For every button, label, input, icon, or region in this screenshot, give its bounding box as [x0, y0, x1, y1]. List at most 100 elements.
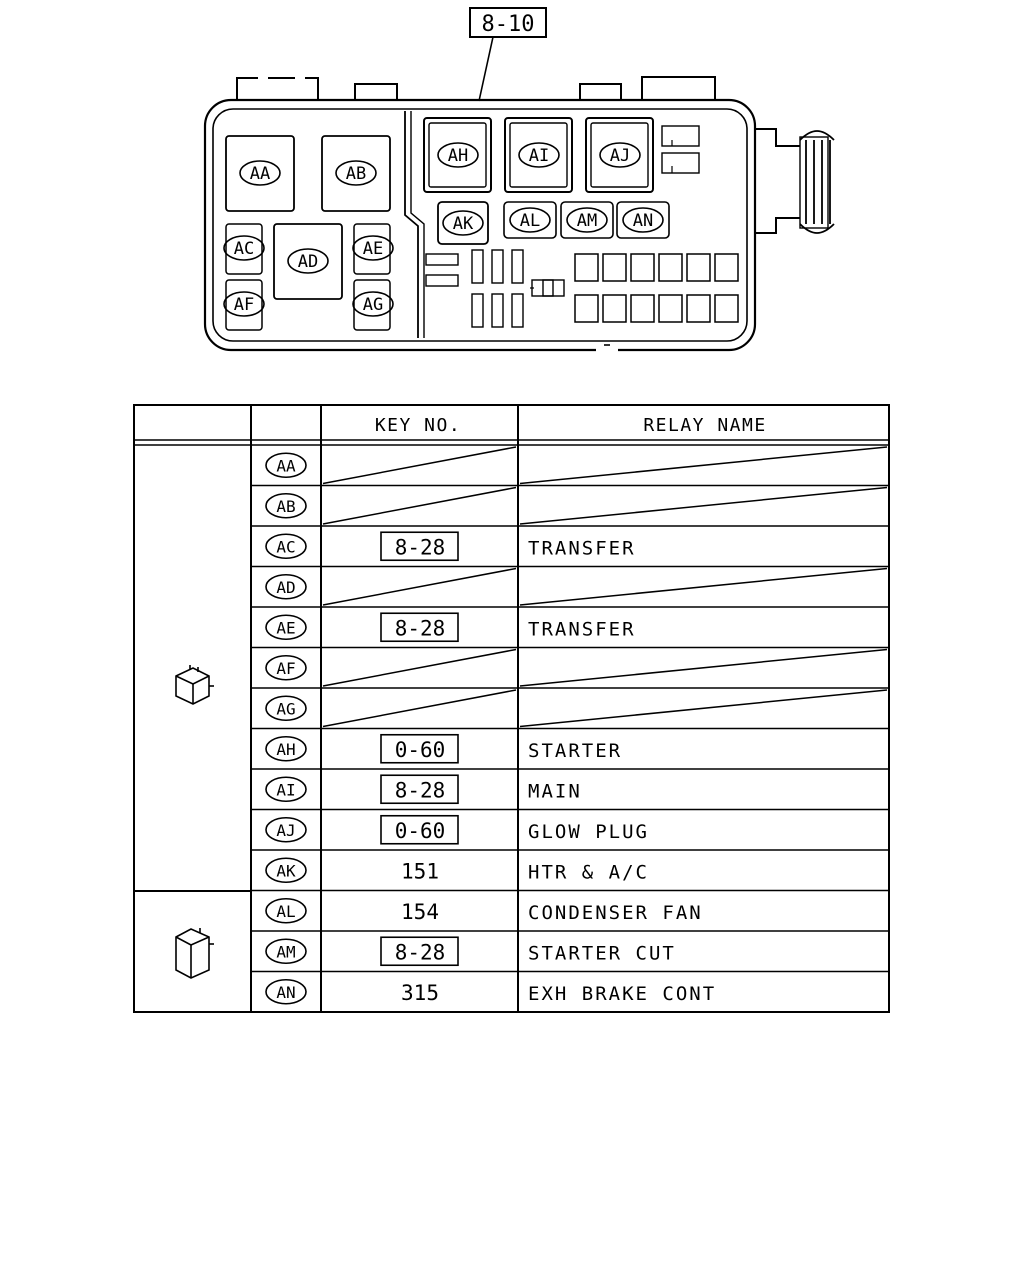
relay-tall-icon: [175, 928, 214, 979]
key-ref-box: [380, 612, 459, 643]
row-id-oval: [265, 735, 307, 762]
relay-label-ai: AI: [518, 142, 560, 168]
relay-label-text: AB: [346, 164, 366, 184]
key-ref-box: [380, 733, 459, 764]
row-id: AH: [276, 740, 295, 759]
relay-label-aj: AJ: [599, 142, 641, 168]
key-no: 151: [401, 859, 439, 883]
relay-label-ad: AD: [287, 248, 329, 274]
header-relay-name: RELAY NAME: [643, 415, 766, 436]
relay-label-text: AI: [529, 146, 549, 166]
row-id-oval: [265, 573, 307, 600]
relay-box-housing: [203, 98, 757, 352]
relay-label-ac: AC: [223, 235, 265, 261]
key-ref-box: [380, 774, 459, 805]
table-row: AG: [251, 689, 889, 730]
row-id: AF: [276, 659, 295, 678]
row-id: AD: [276, 578, 295, 597]
header-key-no: KEY NO.: [375, 415, 461, 436]
relay-label-aa: AA: [239, 160, 281, 186]
row-id-oval: [265, 938, 307, 965]
key-ref-box: [380, 814, 459, 845]
relay-name: STARTER: [528, 740, 622, 762]
key-no: 0-60: [395, 819, 446, 843]
empty-name-cell-strike: [519, 446, 888, 485]
relay-label-text: AL: [520, 211, 540, 231]
relay-label-text: AH: [448, 146, 468, 166]
row-id: AN: [276, 983, 295, 1002]
relay-label-text: AC: [234, 239, 254, 259]
row-id-oval: [265, 857, 307, 884]
relay-label-ag: AG: [352, 291, 394, 317]
relay-name: EXH BRAKE CONT: [528, 983, 716, 1005]
table-row: AE 8-28 TRANSFER: [251, 612, 889, 649]
row-id-oval: [265, 897, 307, 924]
relay-label-al: AL: [503, 201, 557, 239]
empty-name-cell-strike: [519, 648, 888, 687]
row-id: AB: [276, 497, 295, 516]
relay-name: CONDENSER FAN: [528, 902, 703, 924]
row-id-oval: [265, 776, 307, 803]
row-id: AK: [276, 861, 296, 880]
relay-name: MAIN: [528, 780, 582, 802]
relay-label-text: AF: [234, 295, 254, 315]
empty-name-cell-strike: [519, 567, 888, 606]
empty-key-cell-strike: [322, 648, 517, 687]
key-no: 8-28: [395, 778, 446, 802]
row-id: AG: [276, 699, 295, 718]
relay-label-text: AN: [633, 211, 653, 231]
relay-label-text: AM: [577, 211, 597, 231]
relay-label-text: AK: [453, 214, 474, 234]
cable-connector: [755, 128, 835, 234]
relay-label-text: AD: [298, 252, 318, 272]
key-no: 8-28: [395, 940, 446, 964]
relay-cube-icon: [175, 665, 214, 705]
relay-label-text: AJ: [610, 146, 630, 166]
table-row: AB: [251, 486, 889, 527]
relay-name: HTR & A/C: [528, 861, 649, 883]
relay-label-ak: AK: [437, 201, 489, 245]
row-id: AC: [276, 537, 295, 556]
row-id-oval: [265, 695, 307, 722]
row-id-oval: [265, 452, 307, 479]
reference-label: 8-10: [482, 12, 535, 37]
row-id-oval: [265, 816, 307, 843]
relay-label-ab: AB: [335, 160, 377, 186]
empty-name-cell-strike: [519, 689, 888, 728]
key-ref-box: [380, 936, 459, 967]
relay-label-ah: AH: [437, 142, 479, 168]
table-row: AD: [251, 567, 889, 608]
key-no: 154: [401, 900, 439, 924]
row-id-oval: [265, 654, 307, 681]
relay-name: TRANSFER: [528, 618, 636, 640]
empty-key-cell-strike: [322, 486, 517, 525]
relay-name: STARTER CUT: [528, 942, 676, 964]
row-id: AE: [276, 618, 295, 637]
relay-label-text: AE: [363, 239, 383, 259]
key-ref-box: [380, 531, 459, 562]
relay-label-an: AN: [616, 201, 670, 239]
key-no: 315: [401, 981, 439, 1005]
key-no: 8-28: [395, 616, 446, 640]
reference-callout: 8-10: [469, 7, 547, 102]
relay-label-text: AG: [363, 295, 383, 315]
relay-label-am: AM: [560, 201, 614, 239]
row-id: AJ: [276, 821, 295, 840]
empty-key-cell-strike: [322, 689, 517, 728]
table-row: AF: [251, 648, 889, 689]
empty-name-cell-strike: [519, 486, 888, 525]
relay-label-af: AF: [223, 291, 265, 317]
relay-box-diagram: 8-10: [203, 7, 835, 352]
fuse-slot-grid: [574, 253, 739, 323]
relay-label-ae: AE: [352, 235, 394, 261]
row-id: AA: [276, 456, 296, 475]
table-row: AK 151 HTR & A/C: [251, 857, 889, 892]
relay-name: TRANSFER: [528, 537, 636, 559]
row-id-oval: [265, 533, 307, 560]
